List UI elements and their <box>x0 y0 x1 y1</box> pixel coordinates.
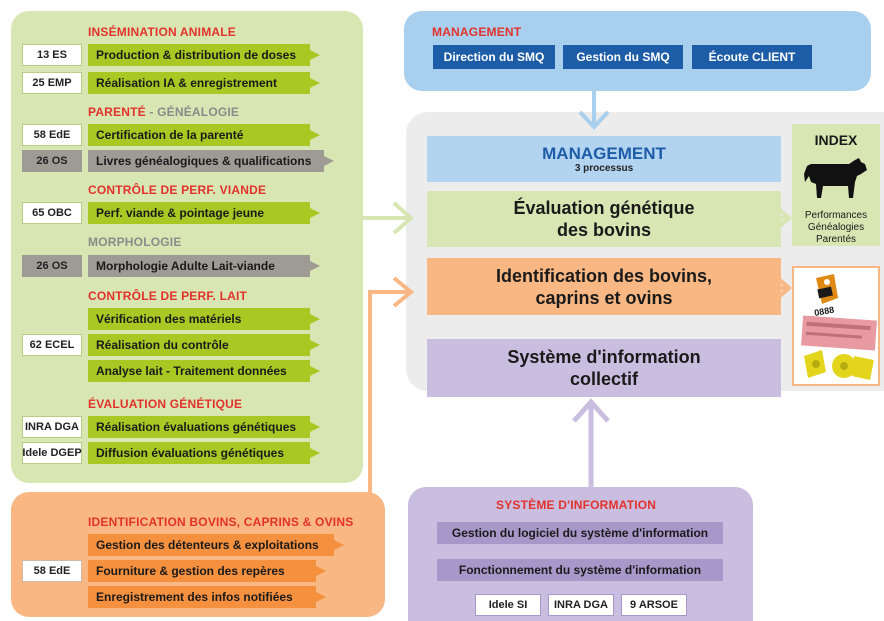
process-gestion-logiciel: Gestion du logiciel du système d'informa… <box>437 522 723 544</box>
section-title-evaluation: ÉVALUATION GÉNÉTIQUE <box>88 397 243 411</box>
process-realisation-ia: Réalisation IA & enregistrement <box>88 72 320 94</box>
process-realisation-controle: Réalisation du contrôle <box>88 334 320 356</box>
system-panel-title: SYSTÈME D'INFORMATION <box>496 498 657 512</box>
process-fonctionnement-si: Fonctionnement du système d'information <box>437 559 723 581</box>
process-morphologie: Morphologie Adulte Lait-viande <box>88 255 320 277</box>
title-red-part: PARENTÉ <box>88 105 146 119</box>
code-idele-dgep: Idele DGEP <box>22 442 82 464</box>
process-label: Livres généalogiques & qualifications <box>96 154 312 168</box>
section-title-perf-lait: CONTRÔLE DE PERF. LAIT <box>88 289 248 303</box>
process-realisation-evaluations: Réalisation évaluations génétiques <box>88 416 320 438</box>
index-title: INDEX <box>814 132 858 148</box>
identification-box: Identification des bovins, caprins et ov… <box>427 258 781 315</box>
code-9-arsoe: 9 ARSOE <box>621 594 687 616</box>
process-enregistrement-infos: Enregistrement des infos notifiées <box>88 586 326 608</box>
system-box: Système d'information collectif <box>427 339 781 397</box>
direction-smq-button: Direction du SMQ <box>433 45 555 69</box>
process-label: Fonctionnement du système d'information <box>458 563 702 577</box>
code-inra-dga-si: INRA DGA <box>548 594 614 616</box>
code-65-obc: 65 OBC <box>22 202 82 224</box>
process-label: Gestion des détenteurs & exploitations <box>96 538 319 552</box>
ear-tags-image: 0888 <box>792 266 880 386</box>
code-inra-dga: INRA DGA <box>22 416 82 438</box>
section-title-morphologie: MORPHOLOGIE <box>88 235 182 249</box>
process-fourniture-reperes: Fourniture & gestion des repères <box>88 560 326 582</box>
arrow-system-head <box>572 398 610 423</box>
section-title-perf-viande: CONTRÔLE DE PERF. VIANDE <box>88 183 267 197</box>
code-26-os-morpho: 26 OS <box>22 255 82 277</box>
process-label: Réalisation IA & enregistrement <box>96 76 277 90</box>
system-line-2: collectif <box>569 369 639 389</box>
process-label: Gestion du logiciel du système d'informa… <box>451 526 709 540</box>
process-gestion-detenteurs: Gestion des détenteurs & exploitations <box>88 534 344 556</box>
code-62-ecel: 62 ECEL <box>22 334 82 356</box>
process-analyse-lait: Analyse lait - Traitement données <box>88 360 320 382</box>
process-label: Fourniture & gestion des repères <box>96 564 285 578</box>
evaluation-line-2: des bovins <box>556 220 652 240</box>
process-label: Certification de la parenté <box>96 128 244 142</box>
process-production-doses: Production & distribution de doses <box>88 44 320 66</box>
code-13-es: 13 ES <box>22 44 82 66</box>
management-box: MANAGEMENT 3 processus <box>427 136 781 182</box>
identification-line-2: caprins et ovins <box>535 287 673 308</box>
index-legend-parentes: Parentés <box>815 234 857 245</box>
process-label: Perf. viande & pointage jeune <box>96 206 265 220</box>
management-box-subtitle: 3 processus <box>574 162 634 174</box>
process-label: Morphologie Adulte Lait-viande <box>96 259 275 273</box>
management-panel-title: MANAGEMENT <box>432 25 522 39</box>
evaluation-line-1: Évaluation génétique <box>513 198 695 218</box>
arrow-identification-up <box>368 290 410 494</box>
code-58-ede-identification: 58 EdE <box>22 560 82 582</box>
code-58-ede: 58 EdE <box>22 124 82 146</box>
title-grey-part: - GÉNÉALOGIE <box>145 105 240 119</box>
code-idele-si: Idele SI <box>475 594 541 616</box>
index-box: INDEX Performances Généalogies Parentés <box>792 124 880 246</box>
index-legend-performances: Performances <box>804 210 868 221</box>
process-label: Réalisation évaluations génétiques <box>96 420 297 434</box>
code-26-os: 26 OS <box>22 150 82 172</box>
process-certification-parente: Certification de la parenté <box>88 124 320 146</box>
process-label: Analyse lait - Traitement données <box>96 364 287 378</box>
code-25-emp: 25 EMP <box>22 72 82 94</box>
process-label: Diffusion évaluations génétiques <box>96 446 285 460</box>
process-perf-viande: Perf. viande & pointage jeune <box>88 202 320 224</box>
process-diffusion-evaluations: Diffusion évaluations génétiques <box>88 442 320 464</box>
gestion-smq-button: Gestion du SMQ <box>563 45 683 69</box>
cow-icon <box>804 158 867 198</box>
process-label: Vérification des matériels <box>96 312 242 326</box>
process-livres-genealogiques: Livres généalogiques & qualifications <box>88 150 334 172</box>
section-title-identification: IDENTIFICATION BOVINS, CAPRINS & OVINS <box>88 515 354 529</box>
identification-line-1: Identification des bovins, <box>495 265 713 286</box>
index-legend-genealogies: Généalogies <box>807 222 865 233</box>
section-title-insemination: INSÉMINATION ANIMALE <box>88 25 236 39</box>
section-title-parente: PARENTÉ - GÉNÉALOGIE <box>88 105 239 119</box>
tag-number: 0888 <box>813 305 834 318</box>
process-label: Production & distribution de doses <box>96 48 297 62</box>
management-box-title: MANAGEMENT <box>542 143 666 163</box>
process-label: Enregistrement des infos notifiées <box>96 590 293 604</box>
process-label: Réalisation du contrôle <box>96 338 229 352</box>
ear-tags-icon: 0888 <box>801 274 877 380</box>
evaluation-box: Évaluation génétique des bovins <box>427 191 781 247</box>
system-line-1: Système d'information <box>507 347 701 367</box>
process-verification-materiels: Vérification des matériels <box>88 308 320 330</box>
ecoute-client-button: Écoute CLIENT <box>692 45 812 69</box>
